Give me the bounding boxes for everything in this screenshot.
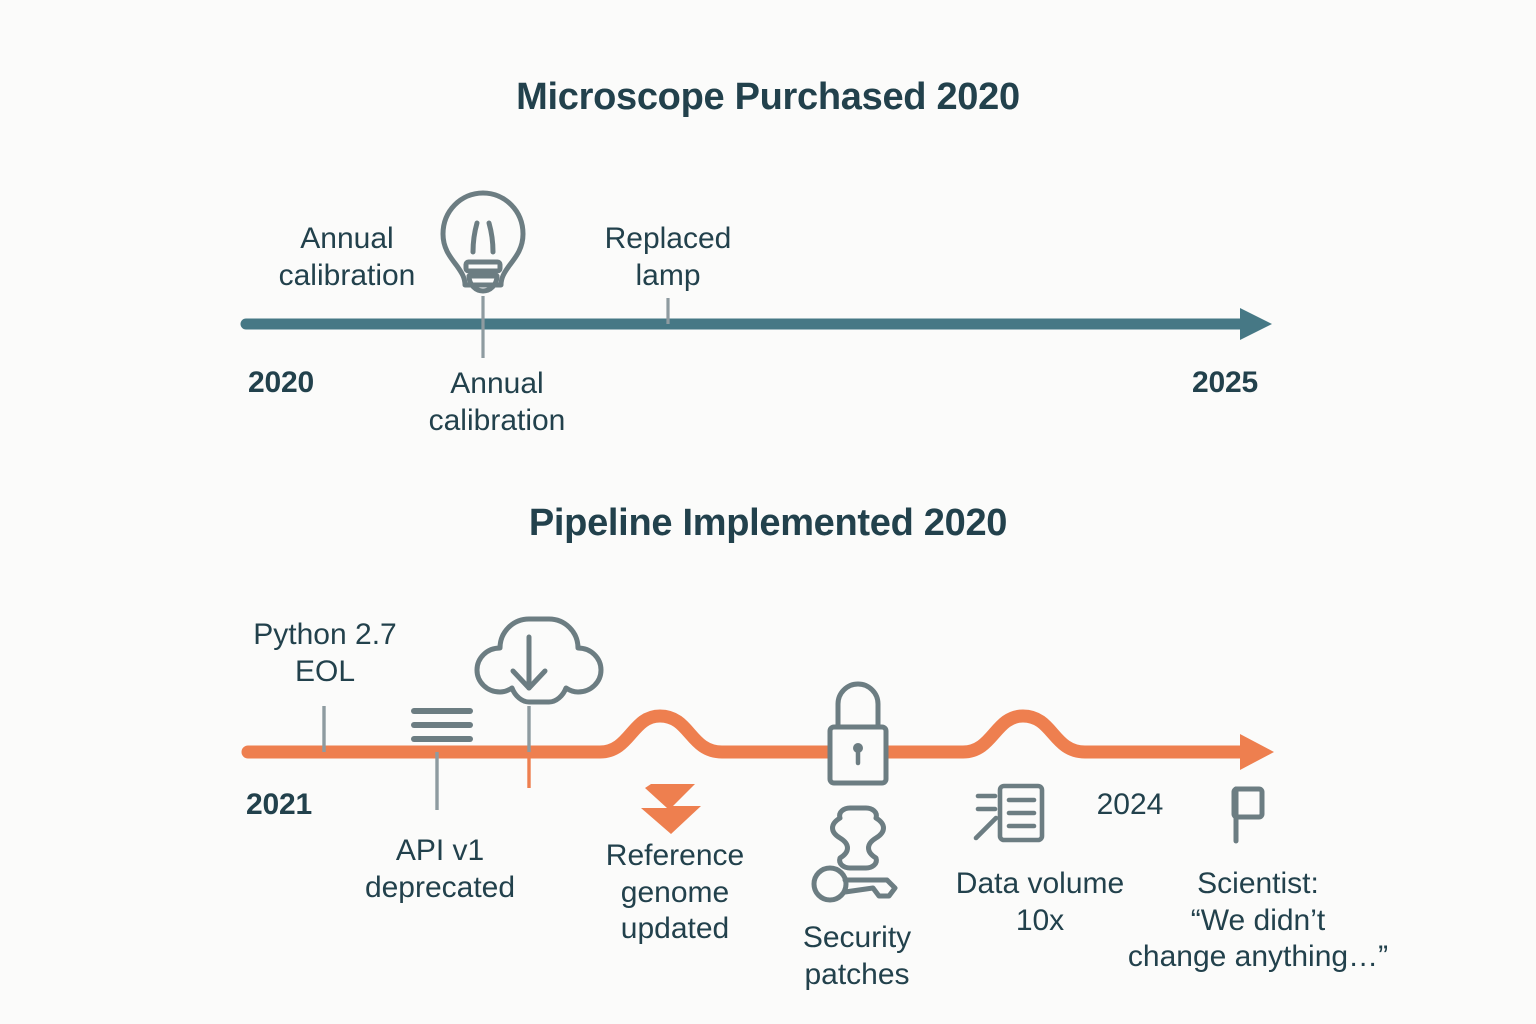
pipeline-timeline-title: Pipeline Implemented 2020 [528, 502, 1008, 544]
bandage-icon [830, 805, 886, 871]
pipeline-mid-year: 2024 [1096, 788, 1164, 821]
key-icon [811, 865, 898, 903]
pipeline-start-year: 2021 [246, 788, 312, 821]
list-bars-icon [411, 708, 473, 742]
lock-icon [827, 681, 889, 786]
cloud-download-icon [474, 616, 604, 705]
label-data-volume: Data volume 10x [955, 867, 1125, 937]
pipeline-timeline-axis [241, 709, 1274, 770]
document-speed-icon [973, 783, 1045, 843]
flag-icon [1231, 786, 1265, 844]
microscope-timeline-title: Microscope Purchased 2020 [516, 76, 1020, 118]
label-replaced-lamp: Replaced lamp [604, 222, 732, 292]
microscope-start-year: 2020 [248, 366, 314, 399]
label-reference-genome: Reference genome updated [605, 839, 745, 946]
label-python-eol: Python 2.7 EOL [253, 618, 397, 688]
label-security-patches: Security patches [802, 921, 912, 991]
microscope-end-year: 2025 [1192, 366, 1258, 399]
zigzag-arrow-down-icon [641, 784, 701, 834]
label-annual-calibration-below: Annual calibration [428, 367, 566, 437]
label-annual-calibration-above: Annual calibration [278, 222, 416, 292]
label-scientist-quote: Scientist: “We didn’t change anything…” [1127, 867, 1389, 974]
label-api-deprecated: API v1 deprecated [364, 834, 516, 904]
microscope-timeline-axis [240, 308, 1272, 340]
